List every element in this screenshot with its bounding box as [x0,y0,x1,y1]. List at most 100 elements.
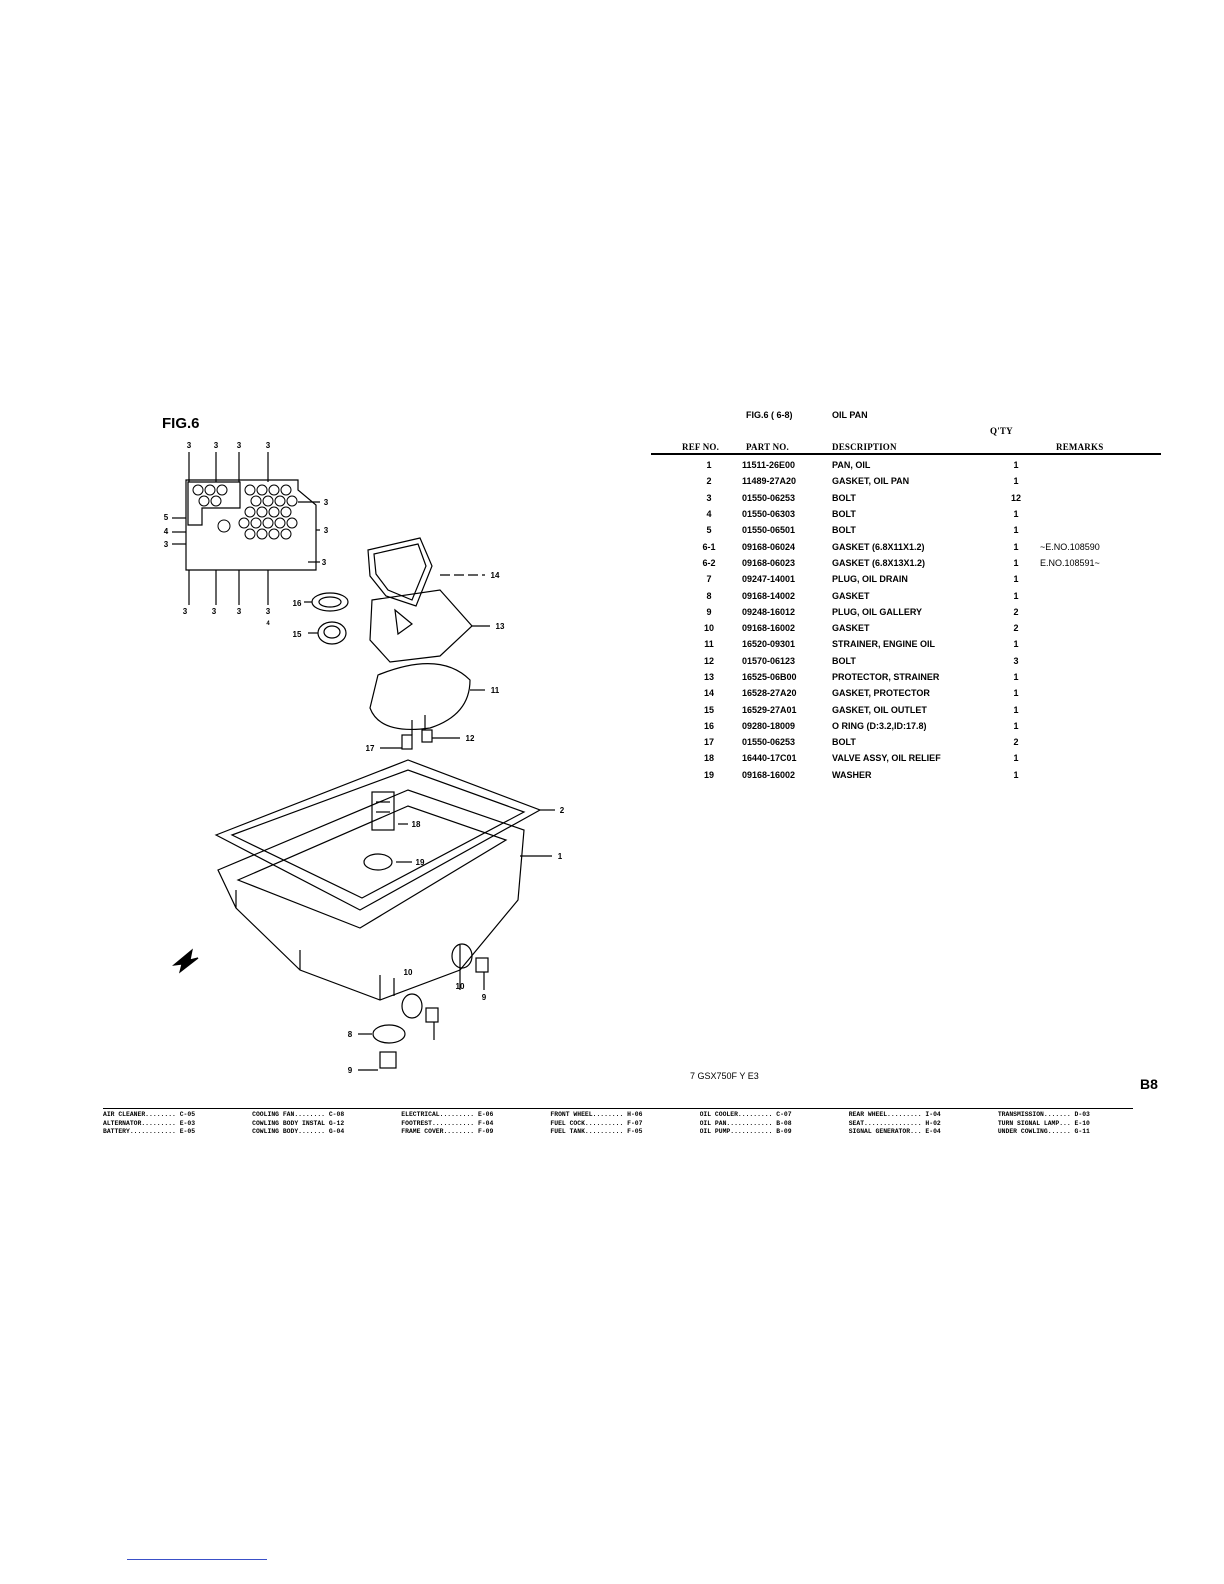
index-entry[interactable]: FRAME COVER........ F-09 [401,1128,494,1135]
gasket-protector-shape [367,537,433,607]
qty-cell: 3 [1013,655,1019,666]
part-no-cell: 16529-27A01 [742,704,797,715]
qty-cell: 1 [1013,509,1019,520]
ref-no-cell: 12 [703,655,714,666]
index-entry[interactable]: FOOTREST........... F-04 [401,1119,494,1127]
callout-13: 13 [496,622,505,631]
index-entry[interactable]: SIGNAL GENERATOR... E-04 [848,1128,941,1135]
callout-right-3: 3 [322,558,327,567]
qty-cell: 1 [1013,525,1019,536]
callout-11: 11 [491,686,500,695]
description-cell: GASKET, PROTECTOR [832,688,930,699]
part-no-cell: 16440-17C01 [742,753,797,764]
ref-no-cell: 18 [703,753,714,764]
index-entry[interactable]: OIL COOLER......... C-07 [699,1111,792,1118]
remarks-cell: E.NO.108591~ [1040,557,1100,568]
callout-left-3: 3 [164,540,169,549]
ref-no-cell: 11 [704,639,714,650]
ref-no-cell: 6-2 [702,557,716,568]
section-index: AIR CLEANER........ C-05 COOLING FAN.....… [103,1111,1143,1137]
ref-no-cell: 10 [703,623,714,634]
index-entry[interactable]: ALTERNATOR......... E-03 [103,1119,196,1127]
remarks-cell [1028,604,1130,620]
callout-8: 8 [348,1030,353,1039]
description-cell: GASKET, OIL OUTLET [832,704,927,715]
qty-cell: 1 [1013,753,1019,764]
ref-no-cell: 15 [703,704,714,715]
remarks-header: REMARKS [1056,442,1104,452]
model-note: 7 GSX750F Y E3 [690,1071,759,1081]
remarks-cell [1028,701,1130,717]
ref-no-cell: 8 [706,590,712,601]
ref-no-cell: 17 [703,737,714,748]
callout-16: 16 [293,599,302,608]
part-no-cell: 11511-26E00 [742,460,796,471]
index-entry[interactable]: OIL PAN............ B-08 [699,1119,792,1127]
qty-cell: 1 [1013,476,1019,487]
qty-cell: 1 [1013,688,1019,699]
description-cell: STRAINER, ENGINE OIL [832,639,936,650]
remarks-cell [1028,620,1130,636]
index-entry[interactable]: AIR CLEANER........ C-05 [103,1111,196,1118]
description-cell: O RING (D:3.2,ID:17.8) [832,720,927,731]
index-entry[interactable]: OIL PUMP........... B-09 [699,1128,792,1135]
qty-cell: 1 [1013,541,1019,552]
remarks-cell [1028,750,1130,766]
qty-cell: 1 [1013,557,1019,568]
remarks-cell [1028,571,1130,587]
description-cell: GASKET, OIL PAN [832,476,910,487]
index-entry[interactable]: TURN SIGNAL LAMP... E-10 [997,1119,1090,1127]
index-divider [103,1108,1133,1109]
ref-no-header: REF NO. [682,442,720,452]
qty-cell: 1 [1013,672,1019,682]
figure-label: FIG.6 [162,415,200,432]
qty-cell: 1 [1013,704,1019,715]
index-entry[interactable]: FRONT WHEEL........ H-06 [550,1111,643,1118]
index-entry[interactable]: TRANSMISSION....... D-03 [997,1111,1090,1118]
ref-no-cell: 1 [706,460,712,471]
ref-no-cell: 4 [706,509,712,520]
description-cell: GASKET [832,590,870,601]
ref-no-cell: 14 [703,688,714,699]
callout-19: 19 [416,858,425,867]
index-entry[interactable]: COWLING BODY....... G-04 [252,1128,345,1135]
description-header: DESCRIPTION [832,442,897,452]
index-entry[interactable]: COWLING BODY INSTAL G-12 [252,1119,345,1127]
index-entry[interactable]: SEAT............... H-02 [848,1119,941,1127]
strainer-protector-shape [369,589,473,663]
index-entry[interactable]: ELECTRICAL......... E-06 [401,1111,494,1118]
part-no-cell: 09247-14001 [742,574,796,585]
callout-9-a: 9 [482,993,487,1002]
description-cell: GASKET (6.8X11X1.2) [832,541,925,552]
ref-no-cell: 3 [706,492,712,503]
callout-top-1: 3 [187,441,192,450]
callout-top-3: 3 [237,441,242,450]
callout-bottom-3: 3 [237,607,242,616]
description-cell: BOLT [832,509,856,520]
index-entry[interactable]: FUEL COCK.......... F-07 [550,1119,643,1127]
remarks-cell [1028,685,1130,701]
part-no-header: PART NO. [746,442,789,452]
remarks-cell [1028,718,1130,734]
callout-left-1: 5 [164,513,169,522]
index-entry[interactable]: FUEL TANK.......... F-05 [550,1128,643,1135]
index-entry[interactable]: BATTERY............ E-05 [103,1128,196,1135]
callout-left-2: 4 [164,527,169,536]
callout-18: 18 [412,820,421,829]
description-cell: GASKET (6.8X13X1.2) [832,557,926,568]
index-entry[interactable]: REAR WHEEL......... I-04 [848,1111,941,1118]
qty-cell: 12 [1010,492,1021,503]
remarks-cell [1028,767,1130,783]
index-entry[interactable]: COOLING FAN........ C-08 [252,1111,345,1118]
ref-no-cell: 7 [706,574,712,585]
description-cell: BOLT [832,655,856,666]
index-entry[interactable]: UNDER COWLING...... G-11 [997,1128,1090,1135]
qty-cell: 1 [1013,720,1019,731]
